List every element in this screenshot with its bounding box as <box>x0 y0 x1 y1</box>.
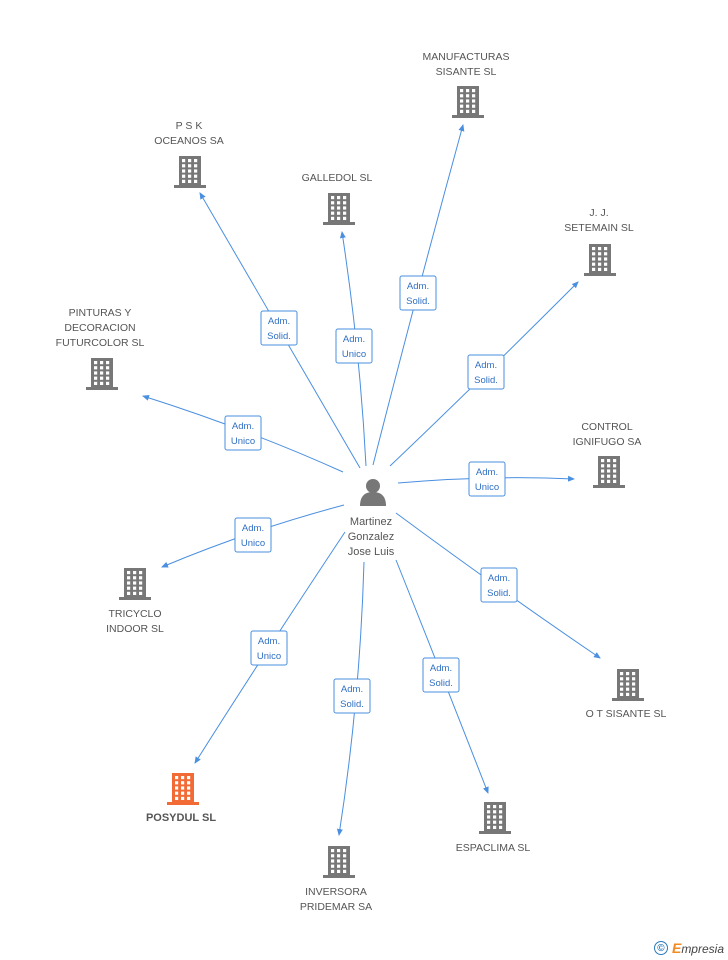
relation-box <box>335 328 373 364</box>
relation-text-1: Adm. <box>475 360 497 371</box>
building-icon <box>86 358 118 390</box>
company-name-line-2: INDOOR SL <box>106 623 164 635</box>
relation-text-2: Solid. <box>267 331 291 342</box>
company-node-manufacturas[interactable]: MANUFACTURAS SISANTE SL <box>423 51 510 118</box>
center-person[interactable]: Martinez Gonzalez Jose Luis <box>348 479 395 558</box>
relation-text-1: Adm. <box>488 573 510 584</box>
company-name-line-1: MANUFACTURAS <box>423 51 510 63</box>
building-icon <box>167 773 199 805</box>
relation-text-1: Adm. <box>343 334 365 345</box>
relation-label-jj[interactable]: Adm. Solid. <box>467 354 505 390</box>
company-name-line-1: ESPACLIMA SL <box>456 842 531 854</box>
relation-box <box>234 517 272 553</box>
relation-label-galledol[interactable]: Adm. Unico <box>335 328 373 364</box>
company-name-line-1: J. J. <box>589 207 608 219</box>
relation-label-posydul[interactable]: Adm. Unico <box>250 630 288 666</box>
building-icon <box>174 156 206 188</box>
relation-label-espaclima[interactable]: Adm. Solid. <box>422 657 460 693</box>
relation-label-psk[interactable]: Adm. Solid. <box>260 310 298 346</box>
relation-label-tricyclo[interactable]: Adm. Unico <box>234 517 272 553</box>
building-icon <box>612 669 644 701</box>
building-icon <box>323 846 355 878</box>
company-name-line-1: O T SISANTE SL <box>586 708 667 720</box>
relation-box <box>250 630 288 666</box>
building-icon <box>323 193 355 225</box>
relation-text-1: Adm. <box>476 467 498 478</box>
company-node-psk[interactable]: P S K OCEANOS SA <box>154 120 224 188</box>
company-name-line-1: TRICYCLO <box>108 608 161 620</box>
edge-labels-layer: Adm.Solid.Adm.Solid.Adm.UnicoAdm.Solid.A… <box>224 275 518 714</box>
company-name-line-2: OCEANOS SA <box>154 135 223 147</box>
relation-label-pinturas[interactable]: Adm. Unico <box>224 415 262 451</box>
center-name-line-2: Gonzalez <box>348 531 394 543</box>
relation-box <box>260 310 298 346</box>
company-name-line-1: CONTROL <box>581 421 632 433</box>
company-name-line-2: IGNIFUGO SA <box>573 436 642 448</box>
relation-text-2: Solid. <box>340 699 364 710</box>
building-icon <box>452 86 484 118</box>
relation-text-1: Adm. <box>258 636 280 647</box>
company-node-espaclima[interactable]: ESPACLIMA SL <box>456 802 531 854</box>
relation-box <box>399 275 437 311</box>
relation-box <box>422 657 460 693</box>
footer-brand: © Empresia <box>653 940 724 956</box>
relation-text-1: Adm. <box>407 281 429 292</box>
company-name-line-2: PRIDEMAR SA <box>300 901 372 913</box>
relation-label-inversora[interactable]: Adm. Solid. <box>333 678 371 714</box>
relation-text-2: Solid. <box>487 588 511 599</box>
company-node-pinturas[interactable]: PINTURAS Y DECORACION FUTURCOLOR SL <box>56 307 145 390</box>
company-node-tricyclo[interactable]: TRICYCLO INDOOR SL <box>106 568 164 635</box>
company-name-line-1: INVERSORA <box>305 886 367 898</box>
person-icon <box>360 479 386 506</box>
company-name-line-2: DECORACION <box>64 322 135 334</box>
relation-box <box>480 567 518 603</box>
relation-text-2: Unico <box>241 538 265 549</box>
relation-text-2: Unico <box>342 349 366 360</box>
company-node-posydul[interactable]: POSYDUL SL <box>146 773 216 824</box>
brand-logo: Empresia <box>672 940 724 956</box>
center-name-line-3: Jose Luis <box>348 546 395 558</box>
relation-text-1: Adm. <box>430 663 452 674</box>
brand-name: mpresia <box>681 942 724 956</box>
relation-box <box>333 678 371 714</box>
relation-text-2: Solid. <box>406 296 430 307</box>
relation-box <box>224 415 262 451</box>
company-node-otsisante[interactable]: O T SISANTE SL <box>586 669 667 720</box>
relation-text-1: Adm. <box>268 316 290 327</box>
relation-text-2: Unico <box>475 482 499 493</box>
relation-label-otsisante[interactable]: Adm. Solid. <box>480 567 518 603</box>
relation-text-2: Unico <box>231 436 255 447</box>
relation-label-control[interactable]: Adm. Unico <box>468 461 506 497</box>
company-name-line-3: FUTURCOLOR SL <box>56 337 145 349</box>
brand-initial: E <box>671 940 682 956</box>
relation-box <box>467 354 505 390</box>
center-name-line-1: Martinez <box>350 516 392 528</box>
company-name-line-2: SISANTE SL <box>436 66 497 78</box>
company-name-line-1: POSYDUL SL <box>146 812 216 824</box>
building-icon <box>584 244 616 276</box>
relation-label-manufacturas[interactable]: Adm. Solid. <box>399 275 437 311</box>
company-node-jj[interactable]: J. J. SETEMAIN SL <box>564 207 634 276</box>
building-icon <box>593 456 625 488</box>
building-icon <box>479 802 511 834</box>
relation-text-2: Solid. <box>429 678 453 689</box>
relation-text-1: Adm. <box>232 421 254 432</box>
relation-box <box>468 461 506 497</box>
relation-text-1: Adm. <box>341 684 363 695</box>
copyright-icon: © <box>653 941 668 955</box>
relation-text-2: Unico <box>257 651 281 662</box>
company-name-line-1: P S K <box>176 120 203 132</box>
company-node-galledol[interactable]: GALLEDOL SL <box>302 172 373 225</box>
relation-text-1: Adm. <box>242 523 264 534</box>
relation-text-2: Solid. <box>474 375 498 386</box>
company-name-line-2: SETEMAIN SL <box>564 222 634 234</box>
company-name-line-1: GALLEDOL SL <box>302 172 373 184</box>
nodes-layer: MANUFACTURAS SISANTE SL P S K OCEANOS SA GAL… <box>56 51 667 913</box>
company-node-control[interactable]: CONTROL IGNIFUGO SA <box>573 421 642 488</box>
building-icon <box>119 568 151 600</box>
company-node-inversora[interactable]: INVERSORA PRIDEMAR SA <box>300 846 372 913</box>
company-name-line-1: PINTURAS Y <box>69 307 132 319</box>
